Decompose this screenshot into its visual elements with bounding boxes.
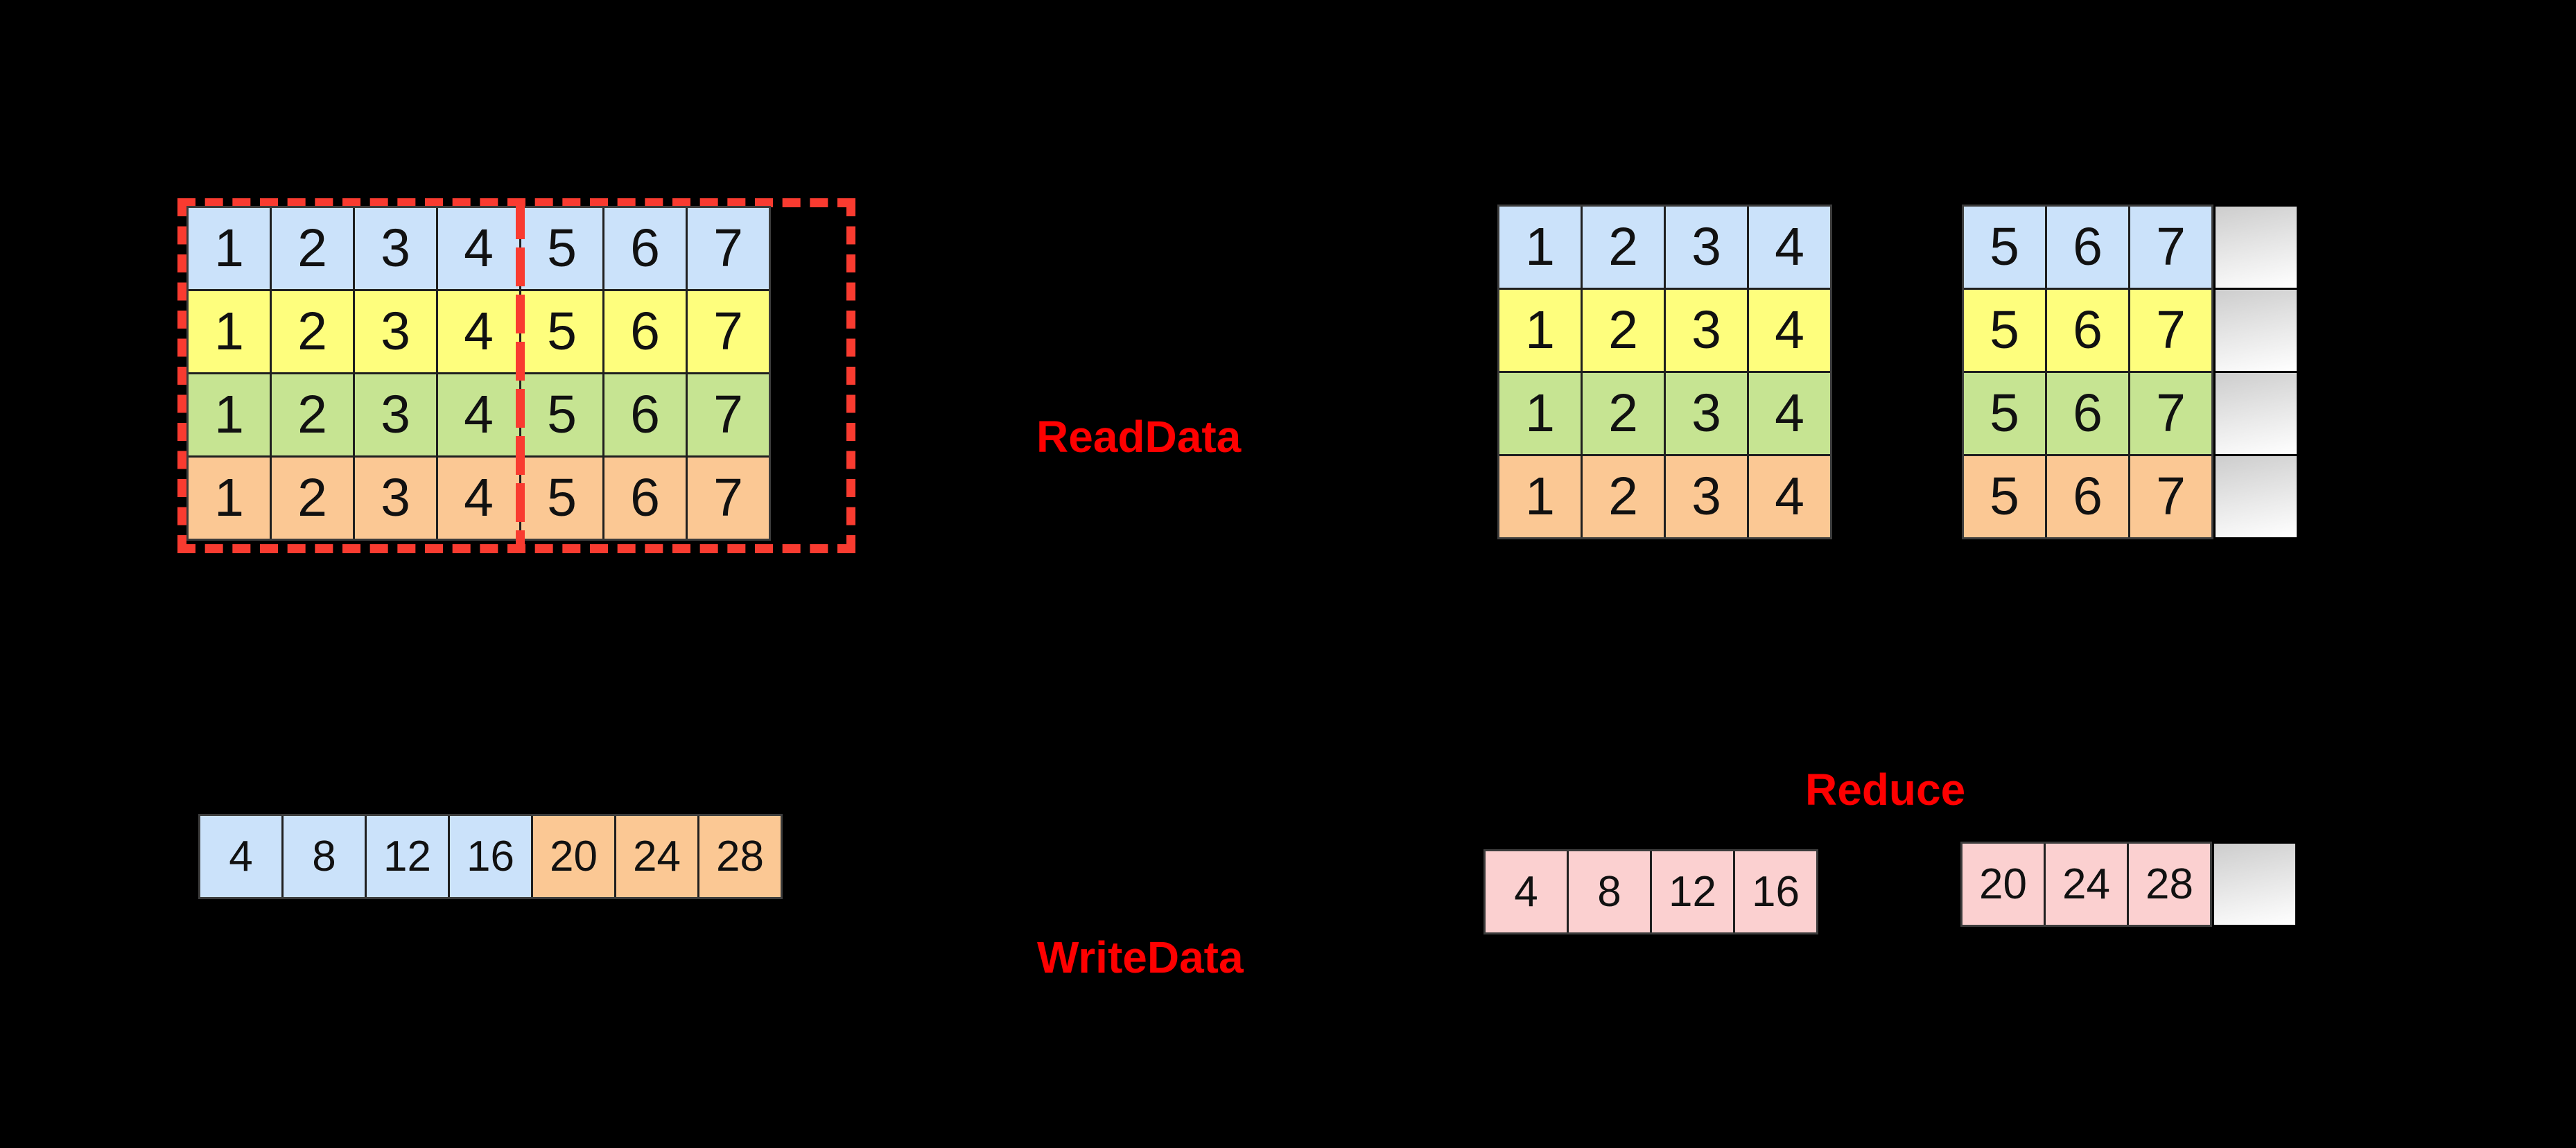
value-cell: 8 <box>1569 851 1650 932</box>
value-cell: 6 <box>2047 456 2128 537</box>
value-cell: 7 <box>2130 456 2211 537</box>
padding-cell <box>2216 207 2297 288</box>
value-cell: 24 <box>616 816 697 897</box>
value-cell: 1 <box>189 291 270 372</box>
value-cell: 6 <box>2047 373 2128 454</box>
readdata-label: ReadData <box>1036 412 1242 462</box>
value-cell: 28 <box>699 816 781 897</box>
value-cell: 12 <box>367 816 448 897</box>
value-cell: 2 <box>272 291 353 372</box>
value-cell: 7 <box>688 208 769 289</box>
value-cell: 12 <box>1652 851 1733 932</box>
value-cell: 4 <box>438 208 519 289</box>
value-cell: 7 <box>688 458 769 539</box>
value-cell: 7 <box>688 374 769 455</box>
value-cell: 16 <box>450 816 531 897</box>
value-cell: 2 <box>1583 290 1664 371</box>
value-cell: 1 <box>1499 207 1581 288</box>
value-cell: 4 <box>438 458 519 539</box>
value-cell: 5 <box>521 291 602 372</box>
padding-cell <box>2216 456 2297 537</box>
value-cell: 20 <box>1963 844 2044 925</box>
value-cell: 4 <box>1749 207 1830 288</box>
value-cell: 4 <box>200 816 281 897</box>
reduce-label: Reduce <box>1805 765 1966 815</box>
writedata-label: WriteData <box>1037 932 1244 982</box>
value-cell: 6 <box>604 458 686 539</box>
padding-cell <box>2216 373 2297 454</box>
value-cell: 3 <box>1666 290 1747 371</box>
value-cell: 3 <box>1666 456 1747 537</box>
value-cell: 1 <box>189 208 270 289</box>
value-cell: 2 <box>1583 207 1664 288</box>
value-cell: 3 <box>355 208 436 289</box>
value-cell: 4 <box>438 374 519 455</box>
value-cell: 8 <box>284 816 365 897</box>
value-cell: 6 <box>2047 290 2128 371</box>
value-cell: 2 <box>1583 456 1664 537</box>
value-cell: 2 <box>1583 373 1664 454</box>
value-cell: 5 <box>521 208 602 289</box>
value-cell: 28 <box>2129 844 2210 925</box>
value-cell: 5 <box>1964 290 2045 371</box>
value-cell: 6 <box>2047 207 2128 288</box>
value-cell: 1 <box>1499 373 1581 454</box>
value-cell: 5 <box>1964 373 2045 454</box>
reduce-right-padding-cell <box>2214 844 2295 925</box>
value-cell: 4 <box>1749 456 1830 537</box>
value-cell: 3 <box>1666 207 1747 288</box>
value-cell: 16 <box>1735 851 1816 932</box>
value-cell: 3 <box>355 374 436 455</box>
value-cell: 3 <box>355 458 436 539</box>
value-cell: 7 <box>2130 373 2211 454</box>
value-cell: 4 <box>1749 373 1830 454</box>
value-cell: 4 <box>1749 290 1830 371</box>
value-cell: 20 <box>533 816 614 897</box>
padding-cell <box>2214 844 2295 925</box>
value-cell: 2 <box>272 208 353 289</box>
value-cell: 3 <box>1666 373 1747 454</box>
read-region-dashed-outline <box>177 198 855 553</box>
value-cell: 3 <box>355 291 436 372</box>
value-cell: 2 <box>272 374 353 455</box>
padding-cell <box>2216 290 2297 371</box>
value-cell: 5 <box>521 374 602 455</box>
value-cell: 4 <box>1486 851 1567 932</box>
value-cell: 5 <box>1964 207 2045 288</box>
value-cell: 6 <box>604 208 686 289</box>
value-cell: 6 <box>604 291 686 372</box>
column-partition-divider <box>516 200 525 553</box>
value-cell: 5 <box>1964 456 2045 537</box>
value-cell: 1 <box>1499 456 1581 537</box>
read-output-right-padding-column <box>2216 207 2297 537</box>
value-cell: 1 <box>1499 290 1581 371</box>
value-cell: 1 <box>189 374 270 455</box>
value-cell: 7 <box>2130 290 2211 371</box>
value-cell: 7 <box>688 291 769 372</box>
value-cell: 6 <box>604 374 686 455</box>
value-cell: 7 <box>2130 207 2211 288</box>
value-cell: 24 <box>2046 844 2127 925</box>
value-cell: 4 <box>438 291 519 372</box>
value-cell: 1 <box>189 458 270 539</box>
value-cell: 5 <box>521 458 602 539</box>
value-cell: 2 <box>272 458 353 539</box>
